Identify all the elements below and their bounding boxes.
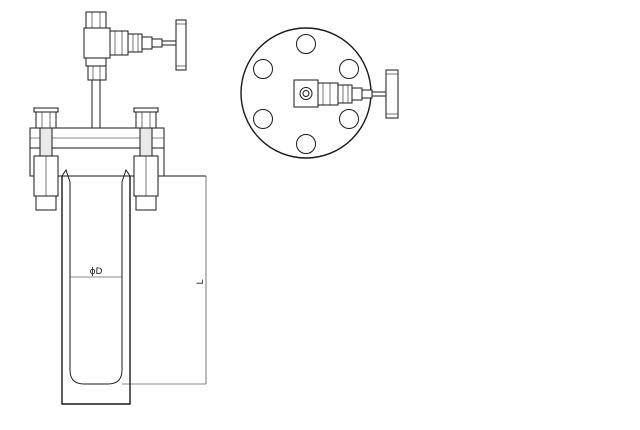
bolt-hole bbox=[253, 109, 273, 129]
bolt-hole bbox=[253, 59, 273, 79]
top-view bbox=[240, 27, 399, 159]
side-pocket bbox=[61, 168, 131, 405]
side-valve-assembly bbox=[83, 11, 187, 176]
side-bolt-left bbox=[33, 107, 59, 211]
side-view: ϕD L bbox=[29, 11, 207, 405]
bolt-hole bbox=[296, 134, 316, 154]
length-label: L bbox=[196, 279, 206, 284]
diameter-label: ϕD bbox=[90, 267, 103, 277]
bolt-hole bbox=[339, 109, 359, 129]
length-dimension bbox=[122, 176, 207, 385]
bolt-hole bbox=[296, 34, 316, 54]
top-valve-assembly bbox=[293, 69, 399, 119]
side-bolt-right bbox=[133, 107, 159, 211]
bolt-hole bbox=[339, 59, 359, 79]
